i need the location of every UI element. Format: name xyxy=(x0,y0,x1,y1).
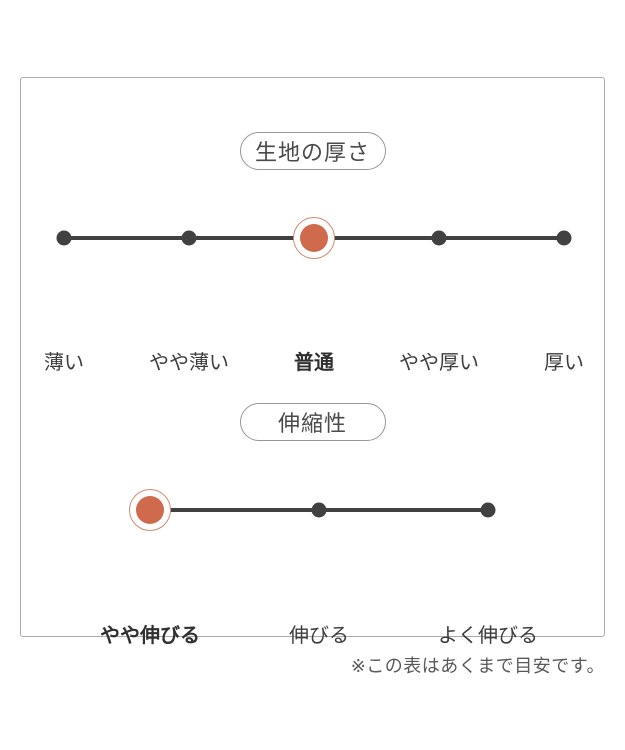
scale-track xyxy=(129,487,496,533)
scale-title-pill: 伸縮性 xyxy=(239,403,386,441)
scale-stretch: 伸縮性 やや伸びる 伸びる よく伸びる xyxy=(21,403,604,647)
rating-dot xyxy=(311,502,327,518)
selected-rating-dot xyxy=(293,217,335,259)
scale-option-label: やや薄い xyxy=(149,352,229,374)
rating-dot xyxy=(56,230,72,246)
rating-dot xyxy=(431,230,447,246)
scale-title: 伸縮性 xyxy=(277,411,347,436)
scale-option-label: よく伸びる xyxy=(438,625,538,647)
scale-option-label: 薄い xyxy=(44,352,84,374)
scale-option-label: 厚い xyxy=(544,352,584,374)
selected-rating-dot xyxy=(129,489,171,531)
rating-dot xyxy=(181,230,197,246)
scale-labels: やや伸びる 伸びる よく伸びる xyxy=(100,622,538,650)
rating-dot xyxy=(480,502,496,518)
scale-fabric-thickness: 生地の厚さ 薄い やや薄い 普通 やや厚い 厚い xyxy=(21,132,604,374)
footnote: ※この表はあくまで目安です。 xyxy=(350,656,605,676)
scale-option-label: やや伸びる xyxy=(100,625,200,647)
scale-title-pill: 生地の厚さ xyxy=(239,132,386,170)
scale-title: 生地の厚さ xyxy=(254,140,370,165)
scale-option-label: 伸びる xyxy=(289,625,349,647)
scale-track xyxy=(56,215,572,261)
scale-labels: 薄い やや薄い 普通 やや厚い 厚い xyxy=(44,349,584,377)
scale-option-label: やや厚い xyxy=(399,352,479,374)
scale-option-label: 普通 xyxy=(294,352,334,374)
diagram-frame: 生地の厚さ 薄い やや薄い 普通 やや厚い 厚い 伸縮性 やや伸びる 伸びる よく伸びる xyxy=(20,77,605,647)
rating-dot xyxy=(556,230,572,246)
